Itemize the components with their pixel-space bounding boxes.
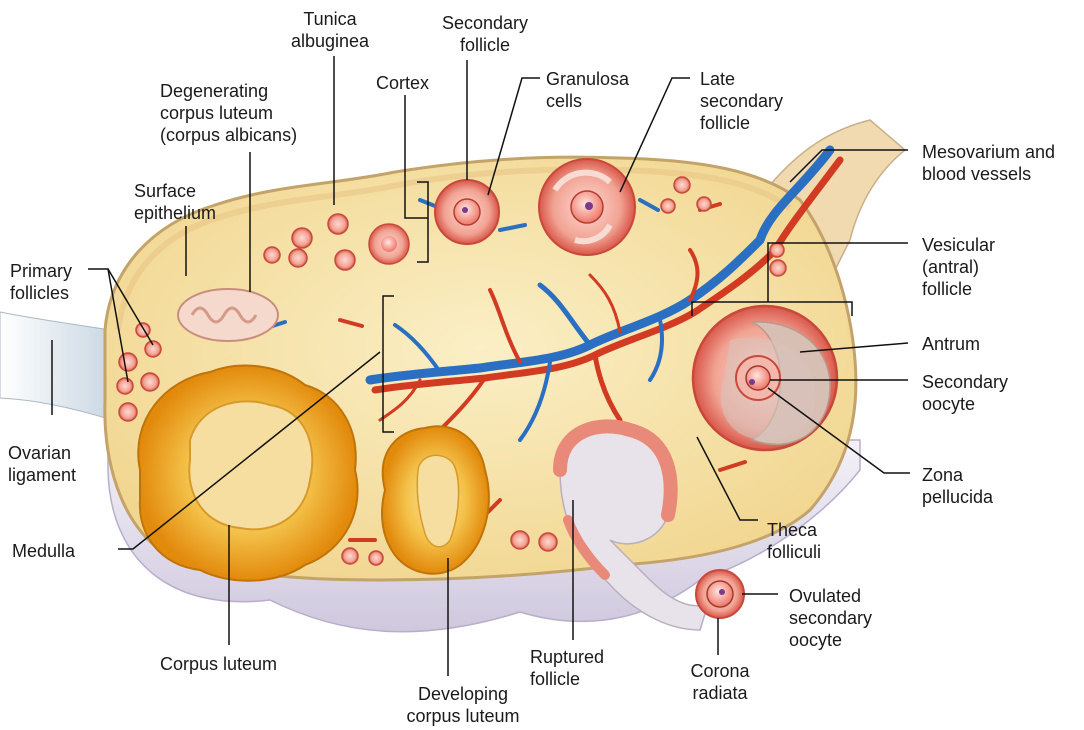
ovulated-secondary-oocyte bbox=[696, 570, 744, 618]
label-secondary-oocyte: Secondary oocyte bbox=[922, 371, 1008, 415]
label-ovulated-secondary-oocyte: Ovulated secondary oocyte bbox=[789, 585, 872, 651]
label-medulla: Medulla bbox=[12, 540, 75, 562]
label-cortex: Cortex bbox=[376, 72, 429, 94]
ovarian-ligament-shape bbox=[0, 312, 112, 420]
label-corpus-luteum: Corpus luteum bbox=[160, 653, 277, 675]
developing-corpus-luteum bbox=[382, 426, 489, 573]
vesicular-follicle bbox=[693, 306, 837, 450]
corpus-albicans bbox=[178, 289, 278, 341]
late-secondary-follicle bbox=[539, 159, 635, 255]
small-follicle bbox=[369, 224, 409, 264]
label-primary-follicles: Primary follicles bbox=[10, 260, 72, 304]
label-zona-pellucida: Zona pellucida bbox=[922, 464, 993, 508]
label-ruptured-follicle: Ruptured follicle bbox=[530, 646, 604, 690]
label-theca-folliculi: Theca folliculi bbox=[767, 519, 821, 563]
label-mesovarium: Mesovarium and blood vessels bbox=[922, 141, 1055, 185]
label-granulosa-cells: Granulosa cells bbox=[546, 68, 629, 112]
label-corona-radiata: Corona radiata bbox=[680, 660, 760, 704]
corpus-luteum bbox=[138, 366, 357, 581]
label-developing-corpus-luteum: Developing corpus luteum bbox=[388, 683, 538, 727]
label-surface-epithelium: Surface epithelium bbox=[134, 180, 216, 224]
label-ovarian-ligament: Ovarian ligament bbox=[8, 442, 76, 486]
label-antrum: Antrum bbox=[922, 333, 980, 355]
label-tunica-albuginea: Tunica albuginea bbox=[288, 8, 372, 52]
label-late-secondary-follicle: Late secondary follicle bbox=[700, 68, 783, 134]
label-degenerating-corpus-luteum: Degenerating corpus luteum (corpus albic… bbox=[160, 80, 297, 146]
label-vesicular-follicle: Vesicular (antral) follicle bbox=[922, 234, 995, 300]
label-secondary-follicle: Secondary follicle bbox=[430, 12, 540, 56]
